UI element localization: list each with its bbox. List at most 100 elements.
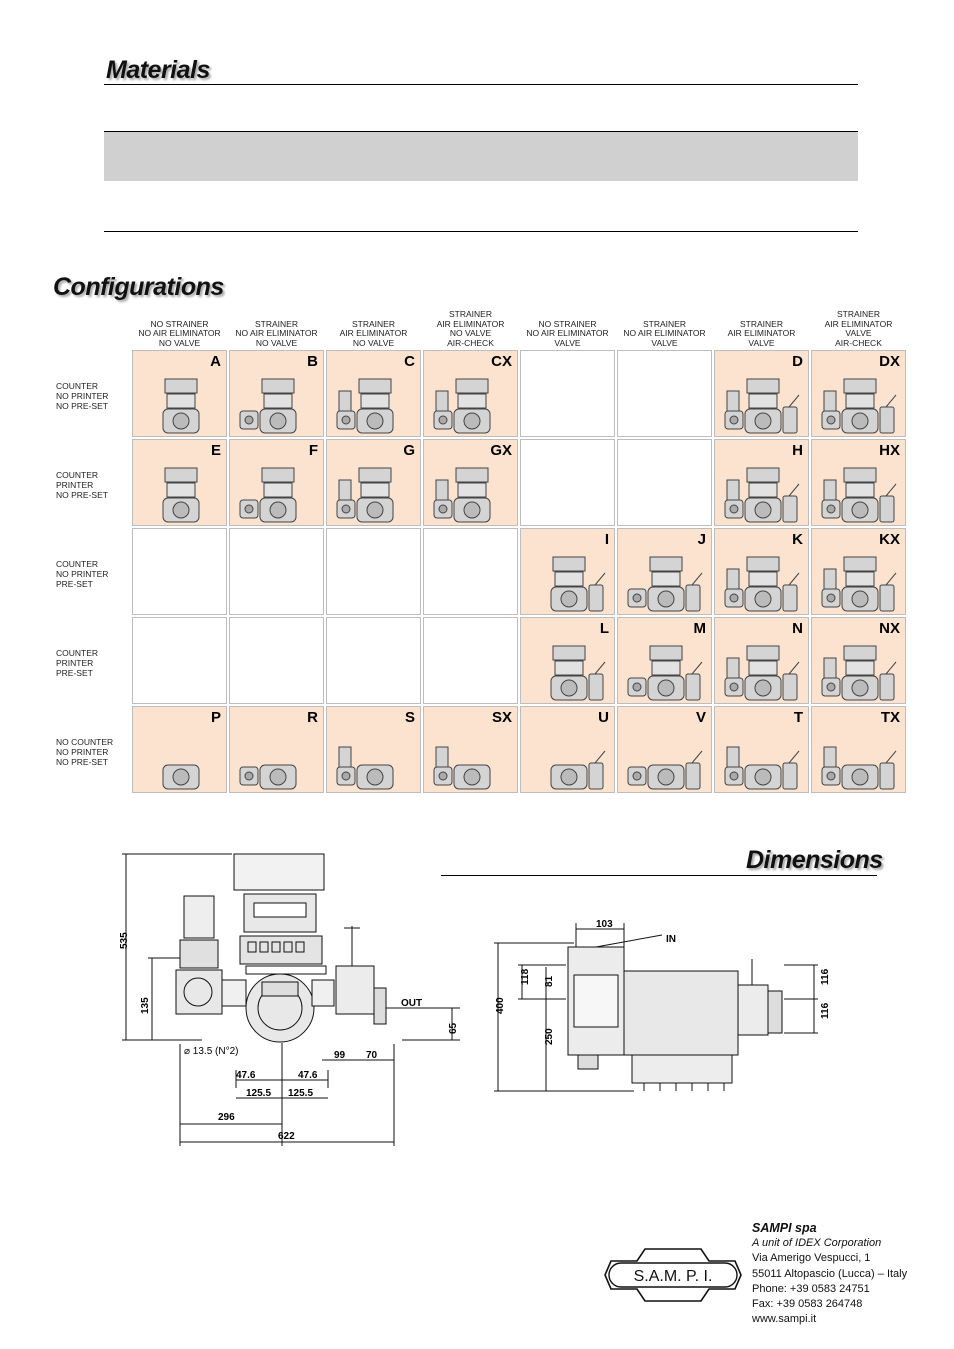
meter-illustration	[162, 378, 200, 434]
header-line: COUNTER	[56, 648, 99, 658]
header-line: COUNTER	[56, 559, 99, 569]
meter-illustration	[550, 750, 606, 790]
meter-illustration	[162, 764, 200, 790]
config-cell-g: G	[326, 439, 421, 526]
dim-535: 535	[119, 932, 130, 949]
config-cell-empty	[326, 528, 421, 615]
address-city: 55011 Altopascio (Lucca) – Italy	[752, 1267, 908, 1280]
config-code: I	[604, 531, 609, 548]
config-cell-u: U	[520, 706, 615, 793]
header-line: NO PRE-SET	[56, 489, 108, 500]
header-line: NO VALVE	[449, 328, 492, 338]
config-cell-gx: GX	[423, 439, 518, 526]
header-line: NO COUNTER	[56, 737, 114, 747]
meter-illustration	[821, 378, 897, 434]
config-cell-v: V	[617, 706, 712, 793]
header-line: AIR ELIMINATOR	[727, 328, 796, 338]
config-cell-empty	[132, 528, 227, 615]
dim-81: 81	[544, 975, 555, 987]
config-cell-l: L	[520, 617, 615, 704]
config-code: D	[792, 353, 803, 370]
config-code: N	[792, 620, 803, 637]
config-cell-i: I	[520, 528, 615, 615]
meter-illustration	[724, 645, 800, 701]
meter-illustration	[433, 378, 491, 434]
config-cell-n: N	[714, 617, 809, 704]
header-line: STRAINER	[837, 309, 880, 319]
config-cell-d: D	[714, 350, 809, 437]
config-code: CX	[491, 353, 512, 370]
config-cell-r: R	[229, 706, 324, 793]
logo-text: S.A.M. P. I.	[634, 1268, 713, 1285]
config-code: TX	[880, 709, 900, 726]
config-code: HX	[879, 442, 900, 459]
meter-illustration	[239, 764, 297, 790]
dim-47-6-right: 47.6	[298, 1070, 318, 1081]
meter-illustration	[433, 467, 491, 523]
config-code: KX	[879, 531, 900, 548]
config-cell-c: C	[326, 350, 421, 437]
config-cell-cx: CX	[423, 350, 518, 437]
meter-illustration	[627, 750, 703, 790]
meter-illustration	[627, 645, 703, 701]
meter-illustration	[336, 467, 394, 523]
config-cell-tx: TX	[811, 706, 906, 793]
config-cell-empty	[229, 528, 324, 615]
config-cell-e: E	[132, 439, 227, 526]
dim-622: 622	[278, 1131, 295, 1142]
header-line: NO PRINTER	[56, 568, 109, 579]
meter-illustration	[336, 378, 394, 434]
dim-135: 135	[140, 997, 151, 1014]
config-cell-m: M	[617, 617, 712, 704]
header-line: NO PRINTER	[56, 390, 109, 401]
dim-400: 400	[495, 997, 506, 1014]
header-line: NO PRINTER	[56, 746, 109, 757]
config-code: R	[307, 709, 318, 726]
config-cell-empty	[520, 439, 615, 526]
config-cell-empty	[423, 528, 518, 615]
header-line: AIR ELIMINATOR	[436, 318, 505, 329]
header-line: NO PRE-SET	[56, 756, 108, 767]
header-line: STRAINER	[449, 309, 492, 319]
meter-illustration	[433, 746, 491, 790]
dimensions-title: Dimensions	[746, 846, 883, 874]
config-cell-empty	[132, 617, 227, 704]
config-cell-j: J	[617, 528, 712, 615]
header-line: COUNTER	[56, 470, 99, 480]
meter-illustration	[821, 556, 897, 612]
meter-illustration	[724, 556, 800, 612]
header-line: NO AIR ELIMINATOR	[526, 328, 609, 338]
meter-illustration	[821, 746, 897, 790]
header-line: NO STRAINER	[150, 318, 209, 329]
header-line: NO AIR ELIMINATOR	[623, 328, 706, 338]
header-line: NO AIR ELIMINATOR	[138, 328, 221, 338]
company-address: SAMPI spa A unit of IDEX Corporation Via…	[752, 1221, 907, 1327]
header-line: NO STRAINER	[538, 318, 597, 329]
header-line: PRE-SET	[56, 578, 93, 589]
meter-illustration	[627, 556, 703, 612]
config-cell-empty	[423, 617, 518, 704]
company-subtitle: A unit of IDEX Corporation	[752, 1237, 882, 1250]
configurations-title: Configurations	[53, 273, 224, 301]
website-link[interactable]: www.sampi.it	[752, 1313, 817, 1326]
header-line: STRAINER	[740, 318, 783, 329]
meter-illustration	[724, 378, 800, 434]
header-line: NO VALVE	[158, 337, 201, 348]
header-line: NO AIR ELIMINATOR	[235, 328, 318, 338]
config-code: S	[404, 709, 415, 726]
header-line: STRAINER	[255, 318, 298, 329]
config-code: P	[210, 709, 221, 726]
header-line: NO VALVE	[352, 337, 395, 348]
meter-illustration	[550, 556, 606, 612]
dim-250: 250	[544, 1028, 555, 1045]
header-line: AIR ELIMINATOR	[339, 328, 408, 338]
config-code: E	[210, 442, 221, 459]
config-code: DX	[879, 353, 900, 370]
